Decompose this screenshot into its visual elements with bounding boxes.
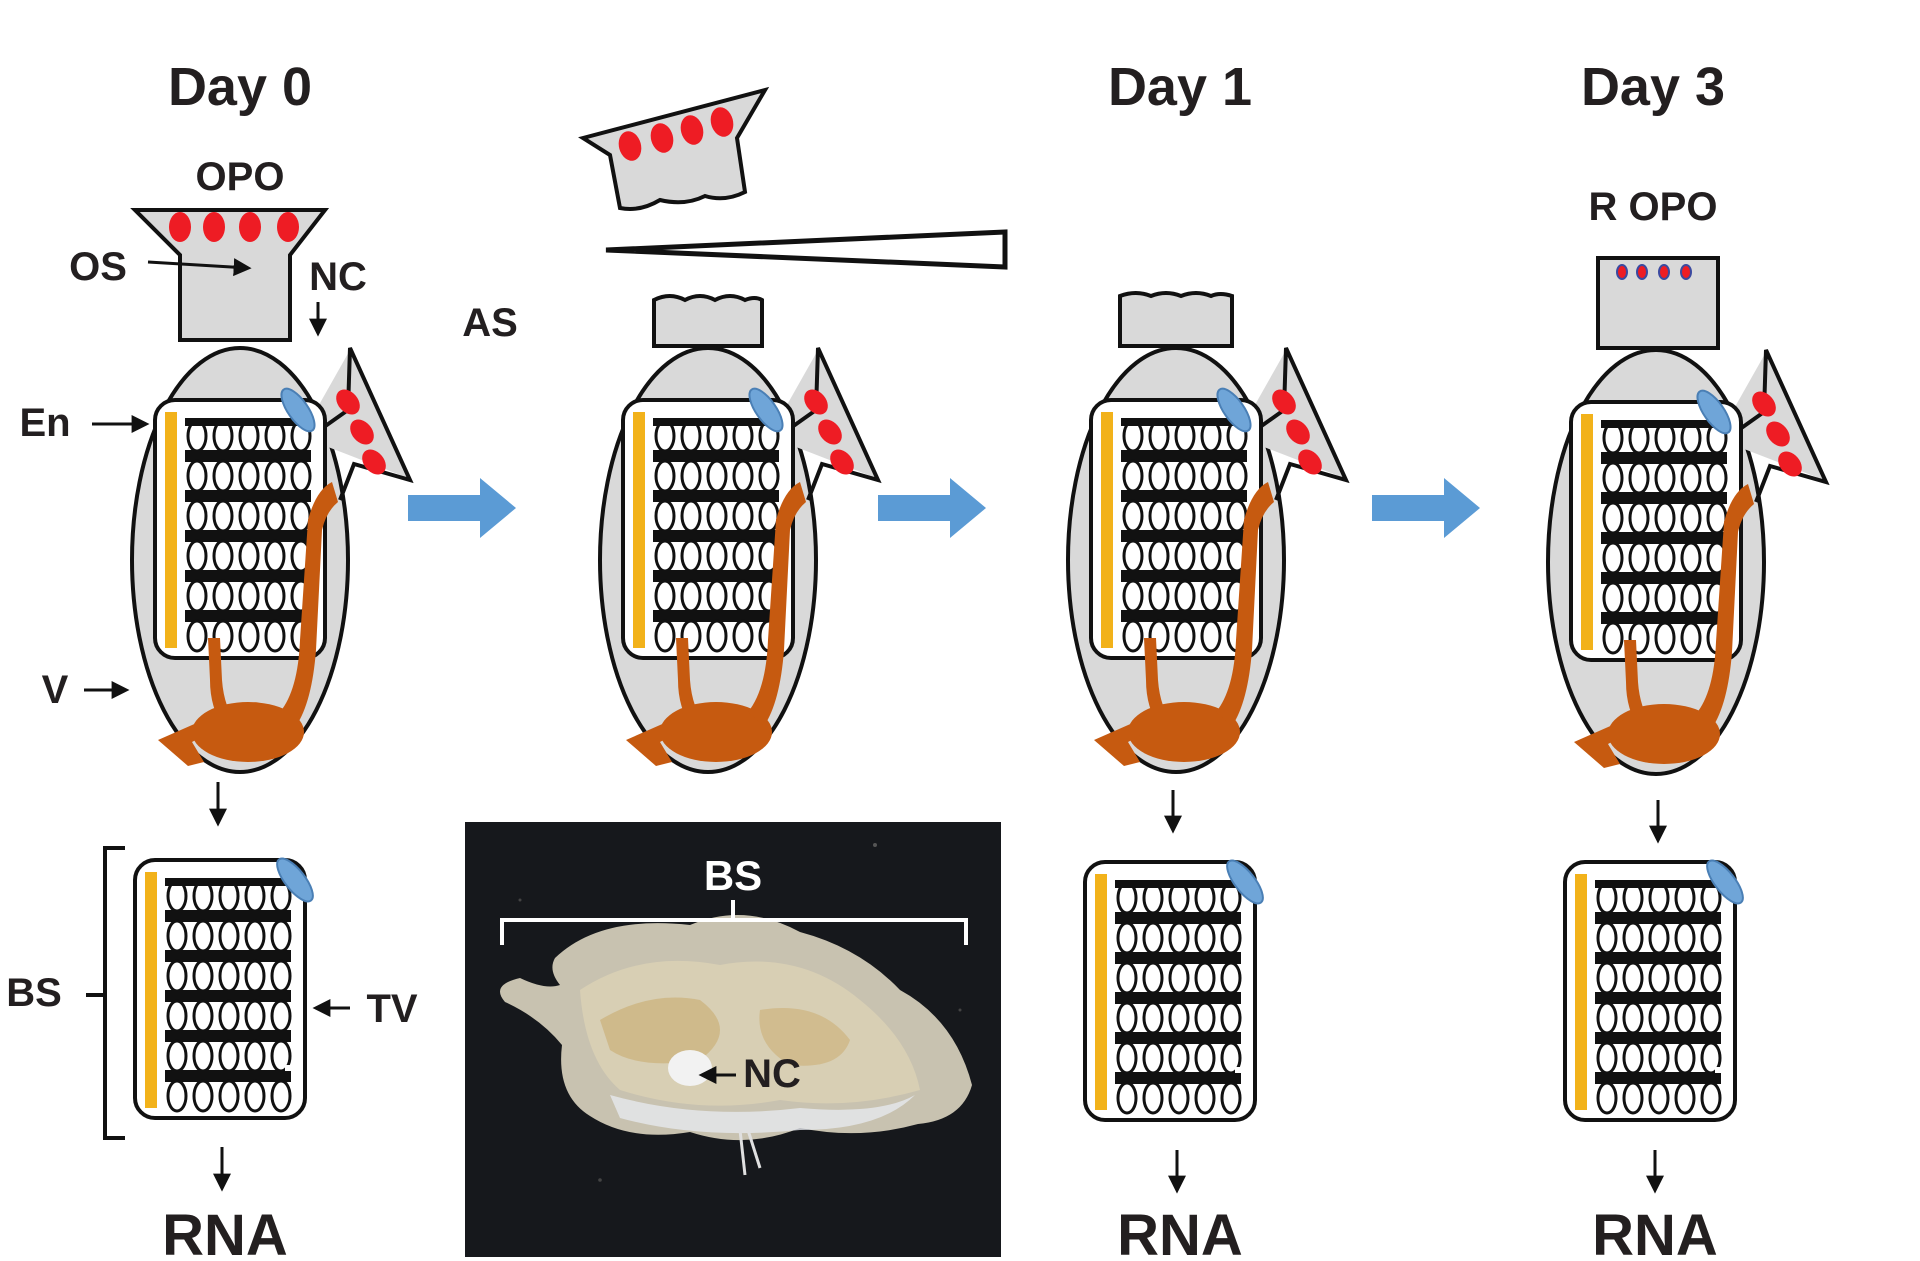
- rna-output-day0: RNA: [162, 1203, 288, 1261]
- zooid-body: [600, 348, 878, 772]
- label-os: OS: [69, 245, 127, 289]
- heading-day0: Day 0: [168, 57, 312, 117]
- oral-pigment-organs: [169, 212, 299, 242]
- photo-label-bs: BS: [704, 852, 762, 899]
- label-en: En: [19, 401, 70, 445]
- zooid-day0: Day 0 OPO OS NC AS En V: [19, 57, 518, 772]
- branchial-sac-day1: [1085, 855, 1269, 1120]
- zooid-body: [132, 348, 410, 772]
- zooid-body: [1068, 348, 1346, 772]
- scalpel-blade: [605, 229, 1008, 270]
- regenerated-pigment-organs: [1616, 264, 1692, 280]
- branchial-sac-day0: BS TV: [6, 846, 418, 1140]
- label-opo: OPO: [196, 155, 285, 199]
- zooid-day3: Day 3 R OPO: [1548, 57, 1826, 774]
- process-arrow-2: [878, 478, 986, 538]
- label-nc: NC: [309, 255, 367, 299]
- healing-siphon-stump: [1118, 291, 1234, 348]
- process-arrow-3: [1372, 478, 1480, 538]
- branchial-sac-day3: [1565, 855, 1749, 1120]
- rna-output-day3: RNA: [1592, 1203, 1718, 1261]
- cut-siphon-stump: [652, 294, 764, 348]
- zooid-body: [1548, 350, 1826, 774]
- heading-day3: Day 3: [1581, 57, 1725, 117]
- heading-day1: Day 1: [1108, 57, 1252, 117]
- zooid-day1: Day 1: [1068, 57, 1346, 772]
- branchial-sac-photo: BS NC: [465, 822, 1001, 1257]
- photo-label-nc: NC: [743, 1052, 801, 1096]
- label-v: V: [42, 668, 69, 712]
- excised-pigment-organs: [618, 107, 734, 161]
- regenerated-oral-siphon: [1596, 256, 1720, 350]
- rna-output-day1: RNA: [1117, 1203, 1243, 1261]
- excised-oral-siphon: [578, 86, 770, 211]
- label-tv: TV: [366, 987, 417, 1031]
- label-r-opo: R OPO: [1589, 185, 1718, 229]
- label-as: AS: [462, 301, 518, 345]
- label-bs: BS: [6, 971, 62, 1015]
- zooid-amputation: [578, 86, 1008, 772]
- process-arrow-1: [408, 478, 516, 538]
- oral-siphon: [130, 208, 330, 342]
